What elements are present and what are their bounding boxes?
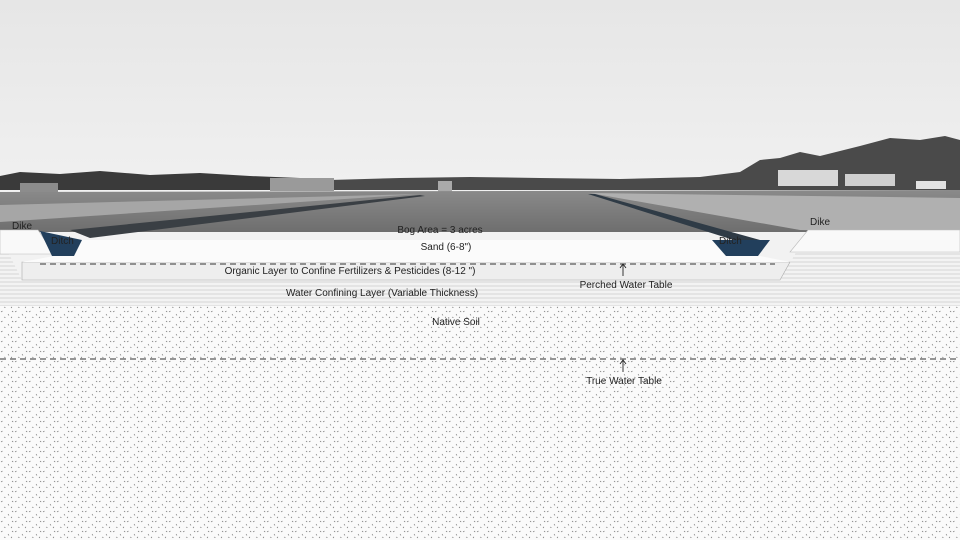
dike-right-label: Dike — [810, 217, 830, 228]
truck-center — [270, 178, 334, 191]
ditch-left — [40, 231, 82, 256]
true-water-table-label: True Water Table — [586, 376, 662, 387]
photo-ditch-left — [70, 195, 425, 238]
photo-dike-right — [590, 193, 960, 232]
dike-right-profile — [789, 229, 960, 253]
native-soil-layer — [0, 306, 960, 540]
true-water-table-arrow — [619, 359, 627, 372]
ditch-left-label: Ditch — [51, 236, 74, 247]
water-confining-layer-label: Water Confining Layer (Variable Thicknes… — [286, 288, 478, 299]
water-confining-layer — [0, 232, 960, 306]
dike-left-label: Dike — [12, 221, 32, 232]
sand-label: Sand (6-8") — [421, 242, 472, 253]
car-right — [916, 181, 946, 189]
perched-water-table-arrow — [619, 263, 627, 276]
building-right-2 — [845, 174, 895, 186]
photo-ditch-right — [588, 194, 760, 242]
organic-layer-label: Organic Layer to Confine Fertilizers & P… — [225, 266, 476, 277]
tree-line-left — [0, 171, 330, 190]
sand-layer — [22, 240, 790, 262]
truck-mid — [438, 181, 452, 192]
native-soil-label: Native Soil — [432, 317, 480, 328]
ditch-right — [712, 240, 770, 256]
photo-dike-left — [0, 194, 420, 222]
building-right — [778, 170, 838, 186]
ditch-right-label: Ditch — [719, 236, 742, 247]
perched-water-table-label: Perched Water Table — [580, 280, 673, 291]
bog-area-label: Bog Area = 3 acres — [397, 225, 482, 236]
truck-left — [20, 183, 58, 193]
